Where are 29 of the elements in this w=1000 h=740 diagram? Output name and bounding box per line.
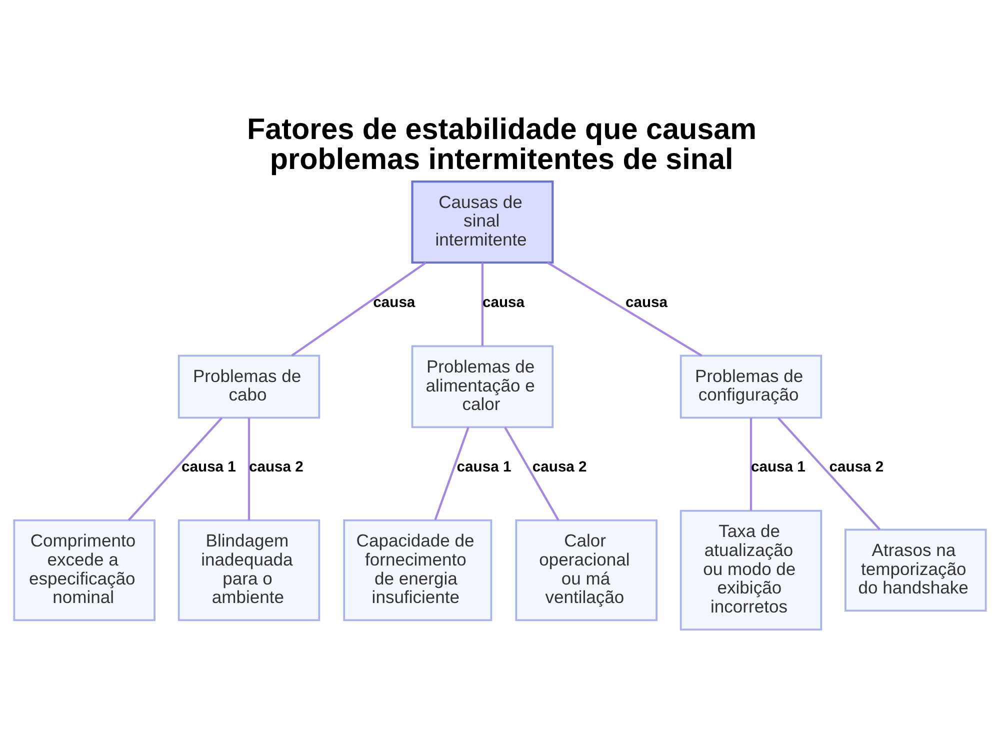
- node-box: Problemas de alimentação e calor: [411, 344, 554, 428]
- edge-label: causa 1: [182, 458, 236, 475]
- node-box: Calor operacional ou má ventilação: [515, 518, 658, 621]
- node-box: Blindagem inadequada para o ambiente: [178, 518, 320, 621]
- connector: [504, 426, 560, 520]
- node-box: Problemas de cabo: [178, 354, 320, 418]
- edge-label: causa 2: [248, 458, 304, 475]
- edge-label: causa: [626, 294, 668, 310]
- connector: [481, 262, 484, 346]
- node-box: Taxa de atualização ou modo de exibição incorretos: [680, 509, 822, 630]
- node-box: Atrasos na temporização do handshake: [844, 528, 987, 612]
- diagram-title: Fatores de estabilidade que causam problemas intermitentes de sinal: [246, 112, 757, 176]
- edge-label: causa: [373, 294, 416, 310]
- edge-label: causa 2: [532, 458, 587, 475]
- node-box: Causas de sinal intermitente: [411, 180, 554, 264]
- edge-label: causa 1: [751, 458, 806, 475]
- connector: [546, 261, 702, 356]
- connector: [128, 416, 223, 520]
- connector: [777, 416, 881, 530]
- node-box: Problemas de configuração: [680, 354, 822, 418]
- node-box: Comprimento excede a especificação nominal: [13, 518, 156, 621]
- edge-label: causa 1: [456, 458, 512, 475]
- connector: [248, 417, 250, 520]
- connector: [291, 261, 427, 356]
- connector: [434, 426, 470, 520]
- edge-label: causa: [482, 294, 525, 310]
- edge-label: causa 2: [829, 458, 884, 475]
- node-box: Capacidade de fornecimento de energia insuficiente: [343, 518, 492, 621]
- connector: [750, 417, 752, 510]
